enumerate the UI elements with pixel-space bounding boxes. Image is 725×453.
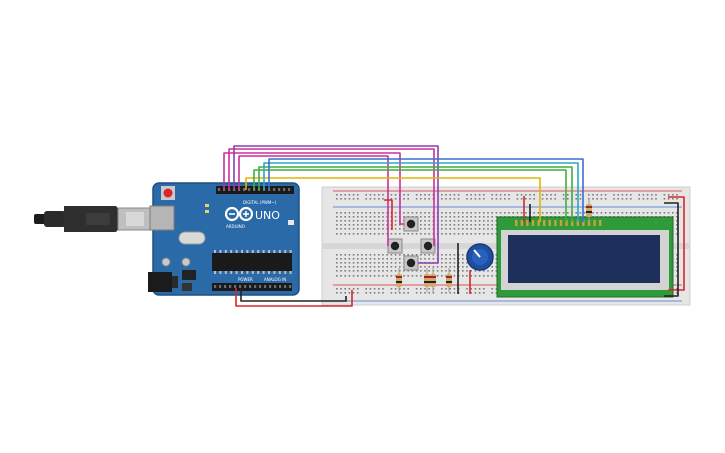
lcd-display[interactable] — [496, 216, 674, 298]
wire-black-rail-right[interactable] — [664, 202, 679, 297]
wire-magenta-c[interactable] — [238, 155, 389, 246]
wires — [223, 145, 685, 307]
push-button-down[interactable] — [403, 255, 419, 271]
power-header-label: POWER — [238, 277, 253, 282]
lcd-pins — [515, 220, 602, 226]
arduino-uno[interactable]: UNO ARDUINO DIGITAL (PWM~) POWER ANALOG … — [148, 182, 300, 296]
power-pins — [214, 285, 292, 288]
resistor[interactable] — [424, 268, 430, 292]
resistor[interactable] — [430, 268, 436, 292]
push-buttons — [387, 216, 436, 271]
lcd-screen — [508, 235, 660, 283]
push-button-up[interactable] — [403, 216, 419, 232]
wire-black-gnd[interactable] — [240, 288, 347, 302]
chip-pins — [214, 250, 292, 274]
arduino-logo-icon — [224, 206, 254, 222]
digital-header-label: DIGITAL (PWM~) — [243, 200, 277, 205]
wire-red-5v[interactable] — [235, 288, 353, 307]
wire-red-rail-right[interactable] — [668, 196, 685, 291]
wire-green[interactable] — [253, 169, 567, 222]
push-button-right[interactable] — [420, 238, 436, 254]
resistor[interactable] — [446, 268, 452, 292]
resistors — [396, 200, 592, 292]
resistor[interactable] — [586, 200, 592, 222]
wire-blue[interactable] — [268, 158, 584, 222]
board-maker: ARDUINO — [226, 224, 245, 229]
wire-cyan[interactable] — [263, 162, 579, 222]
wire-yellow[interactable] — [245, 177, 541, 222]
atmega-chip — [212, 253, 292, 271]
push-button-left[interactable] — [387, 238, 403, 254]
wire-purple-a[interactable] — [233, 145, 439, 264]
analog-header-label: ANALOG IN — [264, 277, 286, 282]
usb-cable — [34, 206, 153, 232]
board-brand: UNO — [255, 209, 280, 222]
resistor[interactable] — [396, 268, 402, 292]
power-analog-header — [212, 283, 292, 291]
wire-magenta-a[interactable] — [223, 152, 404, 225]
wire-magenta-b[interactable] — [228, 148, 435, 246]
potentiometer[interactable] — [466, 243, 494, 271]
wire-red-button[interactable] — [384, 199, 393, 230]
wire-green-2[interactable] — [258, 166, 573, 222]
